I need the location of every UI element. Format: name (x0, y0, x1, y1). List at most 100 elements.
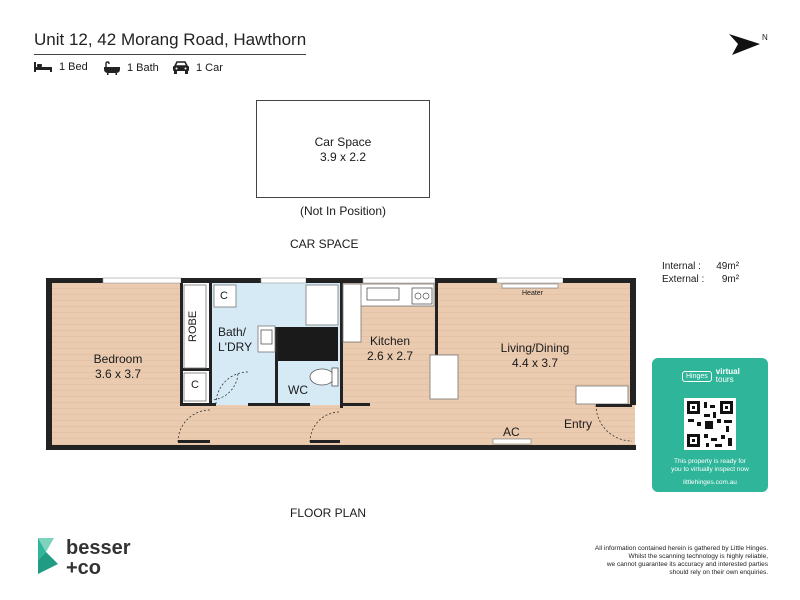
door-wc (309, 411, 341, 443)
living-floor (437, 283, 635, 445)
internal-area-value: 49m² (716, 261, 740, 272)
north-arrow-icon (729, 34, 760, 55)
room-bath: Bath/ L'DRY (218, 325, 252, 355)
disclaimer-line-2: Whilst the scanning technology is highly… (628, 553, 768, 560)
vanity (257, 325, 276, 353)
cooktop-burner (414, 292, 422, 300)
wall-robe-bath (209, 283, 212, 405)
door-bedroom (177, 409, 211, 443)
internal-area-label: Internal : (662, 261, 701, 272)
wall-bath-wc (275, 327, 278, 405)
car-space-dims: 3.9 x 2.2 (319, 150, 367, 164)
room-kitchen: Kitchen 2.6 x 2.7 (350, 334, 430, 364)
external-area-label: External : (662, 274, 705, 285)
room-kitchen-dims: 2.6 x 2.7 (366, 349, 414, 363)
hinges-brand: Hinges (682, 370, 712, 382)
feature-car-label: 1 Car (196, 61, 223, 74)
external-area-value: 9m² (721, 274, 740, 285)
qr-code-icon[interactable] (684, 398, 736, 450)
room-living-dims: 4.4 x 3.7 (511, 356, 559, 370)
wall-kitchen-living (435, 283, 438, 398)
cupboard-bath-label: C (220, 290, 228, 302)
wall-bed-robe (180, 283, 183, 405)
room-kitchen-name: Kitchen (369, 334, 411, 348)
feature-bath: 1 Bath (103, 61, 159, 75)
fridge-nook (429, 354, 459, 400)
qr-card-text-2: you to virtually inspect now (671, 466, 749, 473)
outer-wall-top-a (46, 278, 103, 283)
service-void (276, 327, 338, 361)
cooktop (411, 287, 433, 305)
besser-logo-mark (38, 538, 58, 574)
shower (305, 284, 339, 326)
ac-label: AC (503, 425, 520, 439)
heater-unit (501, 283, 559, 289)
door-bath (215, 371, 249, 405)
wall-hall-right (340, 403, 370, 406)
heater-label: Heater (522, 290, 544, 297)
washer (260, 329, 273, 345)
outer-wall-left (46, 278, 52, 450)
floor-plan-label: FLOOR PLAN (290, 506, 367, 520)
kitchen-sink (366, 287, 400, 301)
feature-bed: 1 Bed (33, 61, 88, 73)
outer-wall-right (630, 278, 636, 405)
robe-shelf (183, 284, 207, 369)
outer-wall-top-e (563, 278, 636, 283)
room-bath-name: Bath/ (218, 325, 247, 339)
virtual-label: virtual (715, 367, 740, 376)
car-icon (173, 61, 189, 74)
door-bedroom-leaf (178, 440, 210, 443)
feature-car: 1 Car (172, 61, 223, 74)
feature-bed-label: 1 Bed (59, 61, 88, 73)
tours-label: tours (715, 375, 734, 384)
disclaimer-line-1: All information contained herein is gath… (594, 545, 768, 552)
qr-card-url[interactable]: littlehinges.com.au (683, 479, 737, 486)
car-space-note: (Not In Position) (299, 204, 387, 218)
room-living-name: Living/Dining (500, 341, 570, 355)
cupboard-bed (183, 372, 207, 402)
disclaimer: All information contained herein is gath… (566, 545, 768, 577)
brand-line-1: besser (66, 537, 131, 559)
virtual-tour-card[interactable]: Hinges virtual tours This property is re… (652, 358, 768, 492)
wall-robe-c (180, 368, 212, 371)
wall-hall-left (180, 403, 216, 406)
window-top-a (102, 277, 182, 284)
toilet-cistern (331, 367, 339, 387)
area-summary: Internal : 49m² External : 9m² (662, 260, 743, 286)
window-top-d (496, 277, 564, 284)
qr-card-text-1: This property is ready for (674, 458, 746, 465)
entry-bench (575, 385, 629, 405)
disclaimer-line-3: we cannot guarantee its accuracy and int… (606, 561, 768, 568)
room-bedroom-name: Bedroom (93, 352, 143, 366)
brand-line-2: +co (66, 557, 102, 579)
door-entry (595, 404, 633, 442)
entry-label: Entry (564, 417, 593, 431)
outer-wall-top-c (306, 278, 363, 283)
car-space-box: Car Space 3.9 x 2.2 (256, 100, 430, 198)
cupboard-bath (213, 284, 237, 308)
hall-floor (182, 405, 342, 445)
disclaimer-line-4: should rely on their own enquiries. (669, 569, 768, 576)
property-title: Unit 12, 42 Morang Road, Hawthorn (34, 30, 307, 49)
north-arrow: N (726, 30, 772, 65)
bedroom-floor (52, 283, 182, 445)
room-bedroom: Bedroom 3.6 x 3.7 (68, 352, 168, 382)
toilet (309, 368, 335, 386)
feature-bath-label: 1 Bath (127, 62, 159, 74)
door-wc-leaf (310, 440, 340, 443)
window-top-b (260, 277, 307, 284)
cooktop-burner (422, 292, 430, 300)
ac-unit (492, 438, 532, 445)
title-divider (34, 54, 306, 55)
room-robe-label: ROBE (187, 310, 199, 342)
window-top-c (362, 277, 436, 284)
kitchen-bench-side (342, 283, 362, 343)
room-bath-name2: L'DRY (218, 340, 253, 354)
door-robe (209, 371, 239, 401)
room-wc-label: WC (288, 383, 308, 397)
bed-icon (34, 62, 52, 72)
wall-hall-mid (248, 403, 310, 406)
cupboard-bed-label: C (191, 379, 199, 391)
